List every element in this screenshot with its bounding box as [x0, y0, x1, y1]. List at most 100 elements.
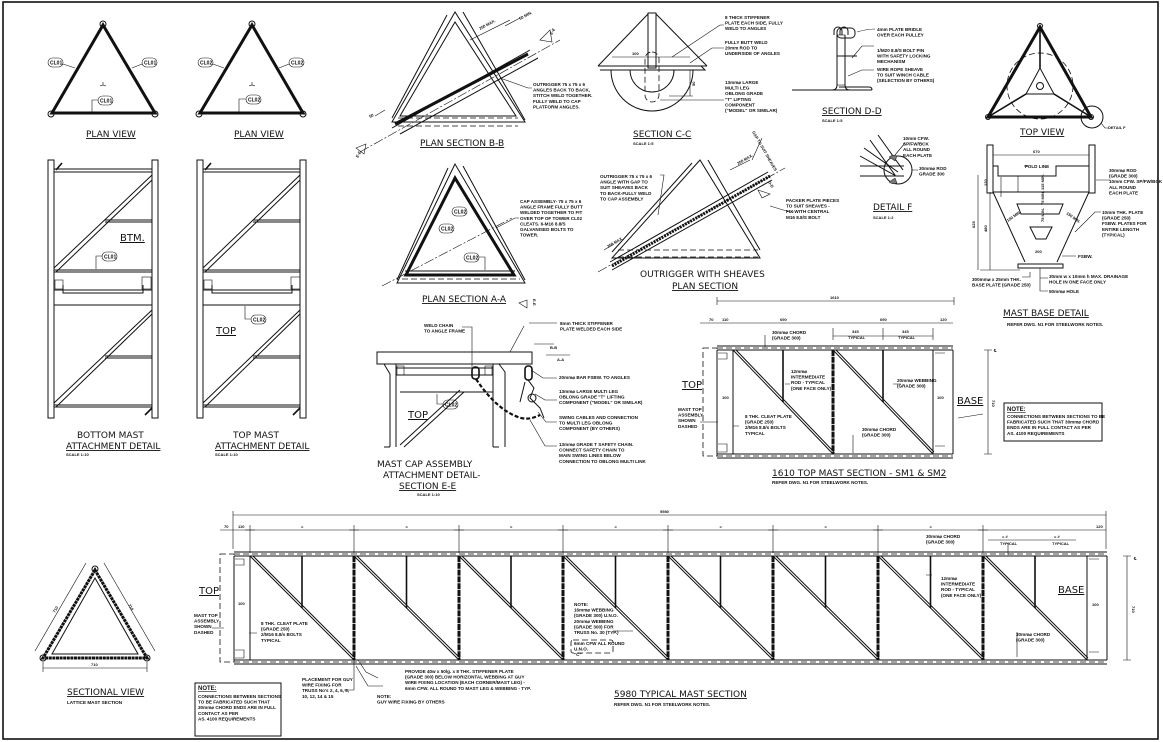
note-line: 30mm⌀ CHORD	[926, 534, 961, 539]
note-line: FSBW. PLATES FOR	[1102, 221, 1147, 226]
dimension-label: 200	[1035, 249, 1042, 254]
note-line: (SELECTION BY OTHERS)	[877, 78, 935, 83]
dimension-label: =	[615, 524, 618, 529]
dimension-label: =	[720, 524, 723, 529]
note-line: PROVIDE 40w x 50lg. x 8 THK. STIFFENER P…	[405, 669, 514, 674]
note-line: ASSEMBLY	[678, 413, 703, 418]
svg-text:CL01: CL01	[50, 61, 62, 67]
member-tag: CL01	[95, 251, 118, 269]
dimension-label: 670	[1033, 149, 1040, 154]
member-tag: CL02	[436, 394, 459, 410]
note-line: TO SUIT WINCH CABLE	[877, 73, 929, 78]
note-line: "C"	[574, 652, 582, 657]
view-title: PLAN SECTION A-A	[422, 295, 507, 305]
note-line: GUY WIRE FIXING BY OTHERS	[377, 700, 445, 705]
centreline-mark: ℄	[993, 348, 997, 353]
view-title: TOP VIEW	[1019, 128, 1064, 138]
svg-text:CL02: CL02	[253, 318, 265, 324]
note-line: 30mm⌀ CHORD	[772, 330, 807, 335]
mast-top-assembly-dashed	[702, 347, 718, 457]
svg-text:NOTE:: NOTE:	[198, 686, 217, 692]
note: FSBW.	[1078, 254, 1093, 259]
note-line: 30mm⌀ ROD	[1109, 168, 1137, 173]
dimension-label: =	[406, 524, 409, 529]
end-label-top: TOP	[198, 586, 219, 597]
centreline-mark: ℄	[1133, 556, 1137, 561]
end-label-base: BASE	[1058, 585, 1084, 596]
dimension-label: 625	[971, 221, 976, 228]
svg-text:CL02: CL02	[441, 227, 453, 233]
note-line: U.N.O.	[574, 647, 588, 652]
note-line: (ONE FACE ONLY)	[941, 593, 982, 598]
note-line: (TYPICAL)	[1102, 232, 1125, 237]
detail-callout: DETAIL F	[1108, 125, 1126, 130]
note-line: FSBW.	[1078, 254, 1093, 259]
note-line: MAST TOP	[678, 407, 702, 412]
svg-text:CL02: CL02	[454, 210, 466, 216]
dimension-label: 100	[632, 51, 639, 56]
dimension-label: 710	[991, 400, 996, 407]
note: 20mm⌀ BAR FSBW. TO ANGLES	[559, 375, 630, 380]
note-line: 10mm CFW.	[903, 136, 929, 141]
note-line: 20mm⌀ BAR FSBW. TO ANGLES	[559, 375, 630, 380]
view-title-line: BOTTOM MAST	[77, 431, 144, 441]
note-line: MAST TOP	[194, 613, 218, 618]
dimension-label: 110	[238, 524, 245, 529]
note-line: FULLY WELD TO CAP	[533, 99, 581, 104]
note-line: FABRICATED SUCH THAT 30mm⌀ CHORD	[1007, 420, 1100, 425]
steelwork-reference: REFER DWG. N1 FOR STEELWORK NOTES.	[1007, 322, 1103, 327]
note-line: PLATFORM ANGLES.	[533, 104, 580, 109]
note-line: WIRE FIXING FOR	[302, 683, 342, 688]
dimension-label: 710	[127, 603, 135, 612]
note-line: TO SUIT SHEAVES -	[786, 204, 830, 209]
note-line: INTERMEDIATE	[791, 375, 825, 380]
dimension-label: =	[825, 524, 828, 529]
chord	[717, 345, 953, 459]
dimension-label: 345	[852, 329, 859, 334]
dimension-label: 70	[709, 317, 714, 322]
note-line: OVER TOP OF TOWER CL02	[520, 216, 582, 221]
dimension-label: 150 MIN.	[1006, 209, 1022, 222]
note: 8 THK. CLEAT PLATE(GRADE 250)2/M16 8.8/s…	[261, 621, 308, 643]
panel-centreline-tick	[454, 525, 464, 553]
note-line: (GRADE 300)	[1016, 638, 1045, 643]
note: 30mm⌀ CHORD(GRADE 300)	[926, 534, 961, 545]
note-line: ENDS ARE IN FULL CONTACT AS PER	[1007, 425, 1092, 430]
note: 20mm⌀ WEBBING(GRADE 300)	[897, 378, 937, 389]
note-line: 20mm⌀ WEBBING	[574, 619, 614, 624]
view-scale: SCALE 1:10	[417, 492, 440, 497]
section-label: TOP	[215, 326, 236, 337]
chord	[234, 551, 1107, 665]
member-tag: CL02	[463, 252, 486, 270]
note-line: (GRADE 300)	[926, 540, 955, 545]
note-line: TRUSS No. 30 (TYP.)	[574, 630, 619, 635]
note-line: PLATE WELDED EACH SIDE	[560, 327, 622, 332]
note-line: 6mm CFW ALL ROUND	[574, 641, 625, 646]
note-line: SHOWN	[194, 624, 212, 629]
note-line: (GRADE 250)	[745, 420, 774, 425]
note-line: ANGLE FRAME FULLY BUTT	[520, 205, 583, 210]
dimension-label: 100	[937, 395, 944, 400]
member-tag: CL01	[47, 57, 76, 69]
note-line: CONNECT SAFETY CHAIN TO	[559, 448, 625, 453]
panel-centreline-tick	[768, 525, 778, 553]
note-line: ENTIRE LENGTH	[1102, 227, 1140, 232]
note-line: GRADE 300	[919, 172, 945, 177]
note: 300mm⌀ x 25mm THK.BASE PLATE (GRADE 250)	[972, 277, 1031, 288]
view-title-line: ATTACHMENT DETAIL	[66, 442, 160, 452]
note-line: 6mm CFW. ALL ROUND TO MAST LEG & WEBBING…	[405, 686, 531, 691]
note-line: ASSEMBLY	[194, 619, 219, 624]
note-line: (GRADE 300)	[1109, 174, 1138, 179]
note-line: SWING CABLES AND CONNECTION	[559, 415, 639, 420]
note-line: WIRE FIXING LOCATION (EACH CORNER/MAST L…	[405, 680, 525, 685]
note-line: 300mm⌀ x 25mm THK.	[972, 277, 1021, 282]
dimension-label: =	[301, 524, 304, 529]
